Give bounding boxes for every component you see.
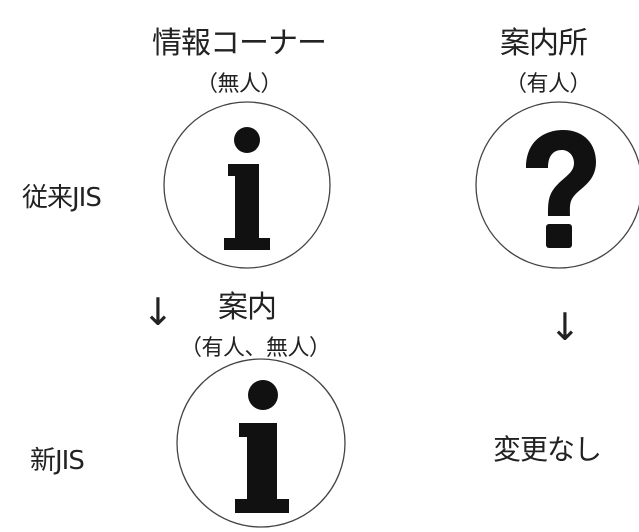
down-arrow-right: ↓	[549, 305, 581, 349]
question-mark-icon-old	[475, 101, 639, 269]
new-jis-label: 新JIS	[30, 446, 85, 476]
down-arrow-left: ↓	[142, 290, 174, 334]
information-desk-subtitle: （有人）	[505, 72, 592, 97]
information-desk-title: 案内所	[500, 26, 588, 61]
info-corner-subtitle: （無人）	[196, 72, 283, 97]
information-i-icon-new	[176, 358, 346, 528]
info-corner-title: 情報コーナー	[152, 26, 327, 61]
old-jis-label: 従来JIS	[22, 183, 102, 213]
new-info-title: 案内	[218, 290, 277, 325]
no-change-note: 変更なし	[493, 433, 602, 466]
new-info-subtitle: （有人、無人）	[180, 336, 331, 361]
information-i-icon-old	[163, 101, 331, 269]
